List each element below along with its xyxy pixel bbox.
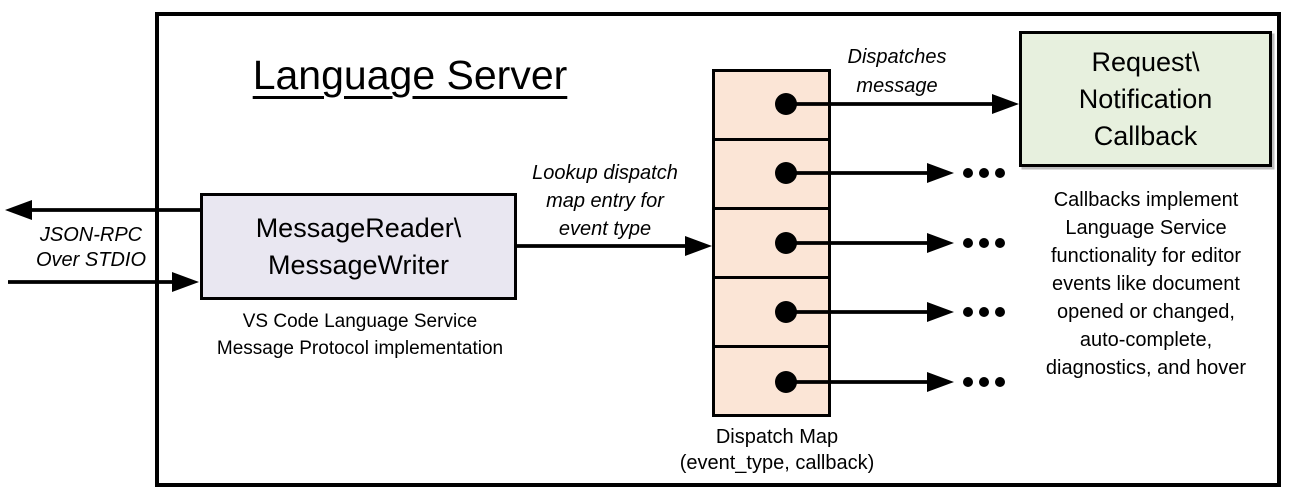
message-reader-writer-line1: MessageReader\: [255, 212, 462, 243]
callbacks-note: Callbacks implement Language Service fun…: [1013, 186, 1279, 382]
dispatch-map-cell: [715, 345, 828, 414]
lookup-dispatch-label-line2: map entry for: [546, 190, 664, 212]
callbacks-note-line7: diagnostics, and hover: [1045, 357, 1247, 379]
dispatch-map-cell: [715, 207, 828, 276]
callbacks-note-line4: events like document: [1052, 273, 1240, 295]
dispatch-map-cell: [715, 276, 828, 345]
dispatch-map-table: [712, 69, 831, 417]
message-reader-writer-line2: MessageWriter: [267, 249, 450, 280]
callback-box-line1: Request\: [1091, 46, 1200, 77]
reader-caption-line1: VS Code Language Service: [242, 311, 478, 332]
dispatch-map-cell: [715, 72, 828, 138]
callbacks-note-line2: Language Service: [1065, 217, 1227, 239]
callbacks-note-line3: functionality for editor: [1050, 245, 1242, 267]
dispatches-message-label: Dispatches message: [823, 43, 971, 101]
callbacks-note-line5: opened or changed,: [1057, 301, 1235, 323]
dispatch-map-label-line2: (event_type, callback): [679, 452, 875, 474]
lookup-dispatch-label-line1: Lookup dispatch: [532, 162, 678, 184]
callbacks-note-line1: Callbacks implement: [1053, 189, 1239, 211]
reader-caption: VS Code Language Service Message Protoco…: [190, 308, 530, 362]
callback-box-line3: Callback: [1093, 120, 1198, 151]
dispatch-map-cell: [715, 138, 828, 207]
lookup-dispatch-label: Lookup dispatch map entry for event type: [518, 159, 692, 243]
dispatch-map-label: Dispatch Map (event_type, callback): [647, 424, 907, 476]
reader-caption-line2: Message Protocol implementation: [216, 338, 504, 359]
message-reader-writer-box: MessageReader\ MessageWriter: [200, 193, 517, 300]
callback-box-line2: Notification: [1078, 83, 1213, 114]
dispatches-message-label-line2: message: [856, 75, 938, 97]
json-rpc-stdio-label-line2: Over STDIO: [35, 249, 146, 271]
json-rpc-stdio-label: JSON-RPC Over STDIO: [21, 223, 161, 273]
dispatches-message-label-line1: Dispatches: [847, 46, 947, 68]
json-rpc-stdio-label-line1: JSON-RPC: [39, 224, 143, 246]
diagram-title: Language Server: [252, 52, 568, 98]
lookup-dispatch-label-line3: event type: [558, 218, 652, 240]
callbacks-note-line6: auto-complete,: [1079, 329, 1213, 351]
dispatch-map-label-line1: Dispatch Map: [715, 426, 839, 448]
request-notification-callback-box: Request\ Notification Callback: [1019, 31, 1272, 167]
